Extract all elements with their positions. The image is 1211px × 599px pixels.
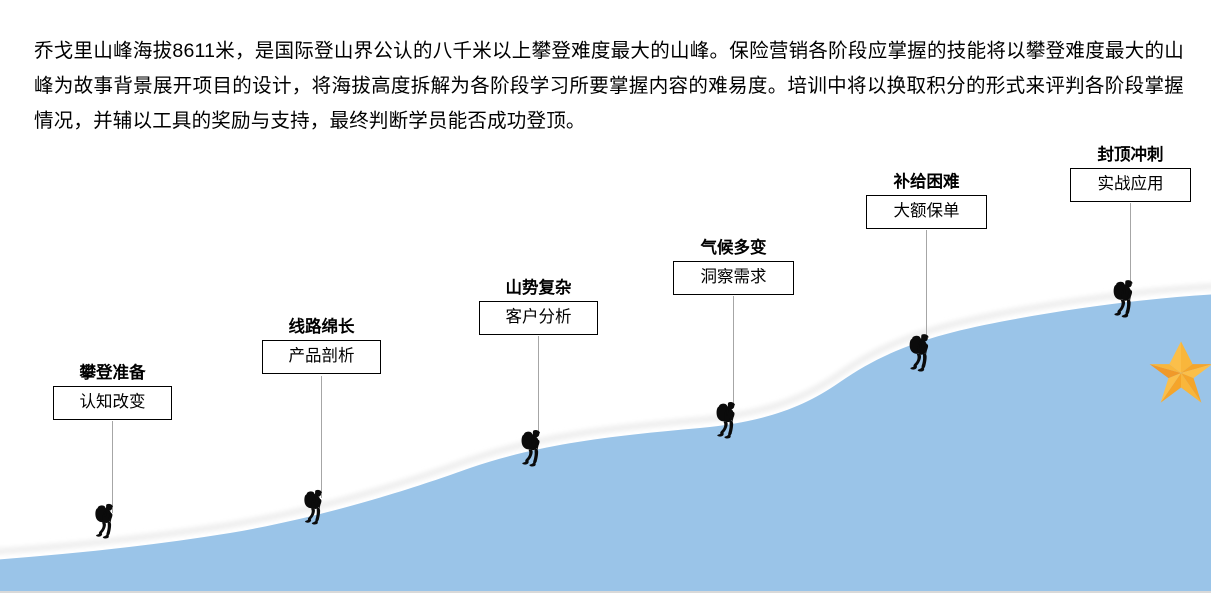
leader-line-3 (538, 336, 539, 434)
hill-blue-fill (0, 294, 1211, 592)
five-point-star-icon (1148, 340, 1211, 411)
intro-paragraph: 乔戈里山峰海拔8611米，是国际登山界公认的八千米以上攀登难度最大的山峰。保险营… (34, 39, 1184, 132)
hiker-with-backpack-icon-3 (518, 427, 549, 475)
leader-line-4 (733, 296, 734, 406)
hiker-with-backpack-icon-6 (1110, 277, 1142, 327)
hill-bottom-pad (0, 593, 1211, 599)
stage-marker-6[interactable]: 封顶冲刺实战应用 (1070, 145, 1191, 202)
leader-line-2 (321, 376, 322, 498)
stage-title-2: 线路绵长 (288, 318, 355, 336)
hiker-with-backpack-icon-1 (92, 501, 122, 547)
stage-marker-3[interactable]: 山势复杂客户分析 (479, 278, 598, 335)
stage-marker-5[interactable]: 补给困难大额保单 (866, 172, 987, 229)
stage-box-1[interactable]: 认知改变 (53, 386, 172, 420)
mountain-slope-shape (0, 140, 1211, 599)
stage-title-6: 封顶冲刺 (1097, 146, 1164, 164)
stage-box-6[interactable]: 实战应用 (1070, 168, 1191, 202)
stage-box-3[interactable]: 客户分析 (479, 301, 598, 335)
stage-box-2[interactable]: 产品剖析 (262, 340, 381, 374)
stage-title-3: 山势复杂 (505, 279, 572, 297)
stage-box-5[interactable]: 大额保单 (866, 195, 987, 229)
hiker-with-backpack-icon-2 (301, 487, 331, 533)
hiker-with-backpack-icon-4 (713, 399, 744, 447)
leader-line-5 (926, 230, 927, 337)
hiker-with-backpack-icon-5 (906, 331, 938, 381)
leader-line-1 (112, 421, 113, 513)
stage-title-1: 攀登准备 (79, 364, 146, 382)
leader-line-6 (1130, 203, 1131, 283)
stage-marker-2[interactable]: 线路绵长产品剖析 (262, 317, 381, 374)
stage-title-4: 气候多变 (700, 239, 767, 257)
stage-marker-4[interactable]: 气候多变洞察需求 (673, 238, 794, 295)
stage-box-4[interactable]: 洞察需求 (673, 261, 794, 295)
stage-marker-1[interactable]: 攀登准备认知改变 (53, 363, 172, 420)
stage-title-5: 补给困难 (893, 173, 960, 191)
hill-baseline (0, 591, 1211, 593)
